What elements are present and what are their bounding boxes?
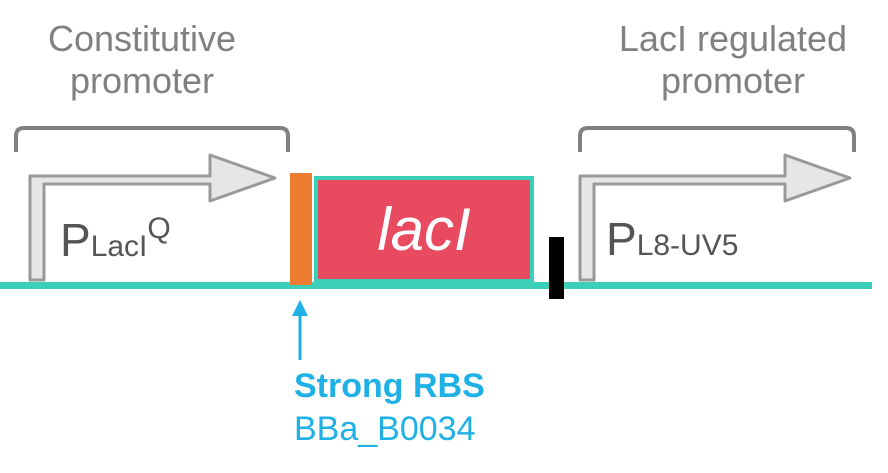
constitutive-promoter-label: Constitutive promoter xyxy=(20,18,264,103)
constitutive-promoter-arrow xyxy=(28,153,277,282)
rbs-pointer-arrowhead xyxy=(292,300,308,316)
rbs-title: Strong RBS xyxy=(294,367,485,405)
constitutive-label-line2: promoter xyxy=(69,60,215,102)
p1-subscript: LacI xyxy=(90,230,148,263)
gene-label: lacI xyxy=(377,196,471,263)
regulated-label-line1: LacI regulated xyxy=(618,18,848,59)
p1-superscript: Q xyxy=(147,212,171,245)
regulated-promoter-label: LacI regulated promoter xyxy=(588,18,878,103)
laci-gene-box xyxy=(314,176,534,283)
constitutive-promoter-name: PLacIQ xyxy=(60,212,171,267)
regulated-promoter-name: PL8-UV5 xyxy=(606,212,738,266)
regulated-label-line2: promoter xyxy=(660,60,806,102)
regulated-promoter-arrow xyxy=(578,153,852,282)
p1-main: P xyxy=(60,214,91,266)
constitutive-label-line1: Constitutive xyxy=(47,18,237,59)
p2-subscript: L8-UV5 xyxy=(636,229,739,262)
rbs-part xyxy=(290,173,312,285)
regulated-promoter-bracket xyxy=(578,126,856,152)
dna-backbone xyxy=(0,282,872,289)
p2-main: P xyxy=(606,213,637,265)
rbs-part-id: BBa_B0034 xyxy=(294,410,476,448)
constitutive-promoter-bracket xyxy=(14,126,290,152)
terminator xyxy=(549,237,564,299)
